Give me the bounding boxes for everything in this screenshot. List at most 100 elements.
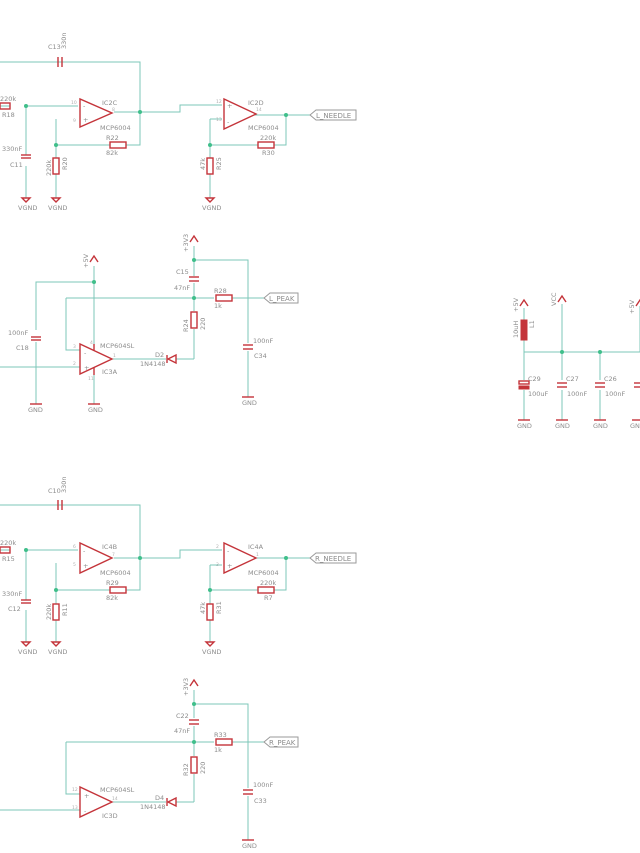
c18-capacitor: 100nF C18	[8, 329, 41, 352]
supply-3v3-right-label: +3V3	[182, 678, 190, 696]
supply-3v3-left-label: +3V3	[182, 234, 190, 252]
ic3d-pin-12: 12	[72, 787, 78, 793]
l-peak-text: L_PEAK	[269, 295, 295, 303]
r7-value: 220k	[260, 579, 276, 587]
c29-value: 100uF	[528, 390, 549, 398]
ic3a-pin-1: 1	[113, 353, 116, 359]
d2-value: 1N4148	[140, 360, 166, 368]
r20-value: 220k	[45, 160, 53, 176]
r7-name: R7	[264, 594, 273, 602]
l1-inductor: 10uH L1	[512, 319, 536, 341]
r24-value: 220	[199, 318, 207, 330]
ic4a-value: MCP6004	[248, 569, 279, 577]
vgnd-right-1: VGND	[18, 648, 37, 656]
l1-value: 10uH	[512, 321, 520, 338]
supply-3v3-left: +3V3	[182, 234, 199, 252]
ic4b-pin-6: 6	[73, 544, 76, 550]
r-needle-text: R_NEEDLE	[315, 555, 351, 563]
gnd-right-peak-label: GND	[242, 842, 257, 850]
ic2c-name: IC2C	[102, 99, 118, 107]
r22-resistor: R22 82k	[106, 134, 127, 157]
r11-resistor: 220k R11	[45, 603, 69, 621]
ic4a-pin-3: 3	[216, 562, 219, 568]
r29-value: 82k	[106, 594, 118, 602]
ic3a-pin-3: 3	[73, 344, 76, 350]
c27-value: 100nF	[567, 390, 588, 398]
ic2d-pin-inv: 13	[216, 117, 222, 123]
r25-name: R25	[215, 157, 223, 170]
c26-name: C26	[604, 375, 617, 383]
c12-value: 330nF	[2, 590, 23, 598]
r7-resistor: 220k R7	[257, 579, 276, 602]
ic4b-pin-5: 5	[73, 562, 76, 568]
r29-name: R29	[106, 579, 119, 587]
ic4b-value: MCP6004	[100, 569, 131, 577]
r22-value: 82k	[106, 149, 118, 157]
r33-value: 1k	[214, 746, 222, 754]
r28-resistor: R28 1k	[214, 287, 233, 310]
ic2d-minus: -	[227, 118, 230, 126]
c22-name: C22	[176, 712, 189, 720]
ic3d-minus: -	[84, 807, 87, 815]
r24-resistor: R24 220	[182, 311, 207, 332]
r11-value: 220k	[45, 604, 53, 620]
gnd-label-2: GND	[88, 406, 103, 414]
vgnd-label-1: VGND	[18, 204, 37, 212]
ic3a-plus: +	[84, 364, 89, 372]
r25-value: 47k	[199, 158, 207, 170]
r22-name: R22	[106, 134, 119, 142]
ic4b-pin-7: 7	[112, 552, 115, 558]
c13-value: 330n	[60, 32, 68, 49]
ic3a-minus: -	[84, 349, 87, 357]
r-peak-text: R_PEAK	[269, 739, 296, 747]
c26-capacitor: C26 100nF	[595, 375, 626, 398]
vgnd-label-3: VGND	[202, 204, 221, 212]
right-peak-block: +3V3 C22 47nF R33 1k R_PEAK R32 220 100n…	[0, 678, 299, 850]
supply-5v-left: +5V	[82, 253, 99, 268]
c26-value: 100nF	[605, 390, 626, 398]
r20-resistor: 220k R20	[45, 157, 69, 176]
vgnd-symbols-right: VGND VGND VGND	[18, 641, 221, 656]
ic2c-pin-in: 10	[71, 100, 77, 106]
ic3d-plus: +	[84, 792, 89, 800]
ic3a-value: MCP604SL	[100, 342, 135, 350]
ic2d-value: MCP6004	[248, 124, 279, 132]
c27-capacitor: C27 100nF	[557, 375, 588, 398]
ic4a-pin-2: 2	[216, 544, 219, 550]
r-peak-net-label: R_PEAK	[263, 736, 299, 748]
r32-resistor: R32 220	[182, 756, 207, 776]
power-gnd-2: GND	[555, 422, 570, 430]
l1-name: L1	[528, 320, 536, 328]
l-needle-net-label: L_NEEDLE	[309, 109, 357, 121]
r18-resistor: 220k R18	[0, 95, 16, 119]
d4-name: D4	[155, 794, 164, 802]
r32-value: 220	[199, 762, 207, 774]
ic3d-value: MCP604SL	[100, 786, 135, 794]
gnd-symbol-right-peak: GND	[242, 839, 257, 850]
ic3a-opamp: - + 3 2 1 4 11 MCP604SL IC3A	[73, 340, 135, 382]
r30-resistor: 220k R30	[257, 134, 276, 157]
r18-value: 220k	[0, 95, 16, 103]
c22-capacitor: C22 47nF	[174, 712, 199, 735]
r-needle-net-label: R_NEEDLE	[309, 552, 357, 564]
ic4a-pin-1: 1	[256, 552, 259, 558]
ic3d-pin-14: 14	[112, 796, 118, 802]
gnd-label-3: GND	[242, 399, 257, 407]
l-peak-net-label: L_PEAK	[263, 292, 299, 304]
c12-capacitor: 330nF C12	[2, 590, 31, 613]
r28-value: 1k	[214, 302, 222, 310]
ic4a-minus: -	[227, 547, 230, 555]
r29-resistor: R29 82k	[106, 579, 127, 602]
c15-value: 47nF	[174, 284, 190, 292]
ic4b-opamp: - + 6 5 7 IC4B MCP6004	[73, 541, 131, 577]
ic4b-minus: -	[83, 547, 86, 555]
c34-name: C34	[254, 352, 267, 360]
d4-diode: D4 1N4148	[140, 794, 177, 811]
ic2d-opamp: + - 12 13 14 IC2D MCP6004	[216, 97, 279, 132]
left-needle-block: C13 330n 220k R18 330nF C11 220k R20 - +…	[0, 32, 357, 212]
ic2c-pin-out: 8	[112, 107, 115, 113]
supply-5v-right-label: +5V	[628, 299, 636, 314]
supply-5v-left-label: +5V	[82, 253, 90, 268]
c10-value: 330n	[60, 476, 68, 493]
